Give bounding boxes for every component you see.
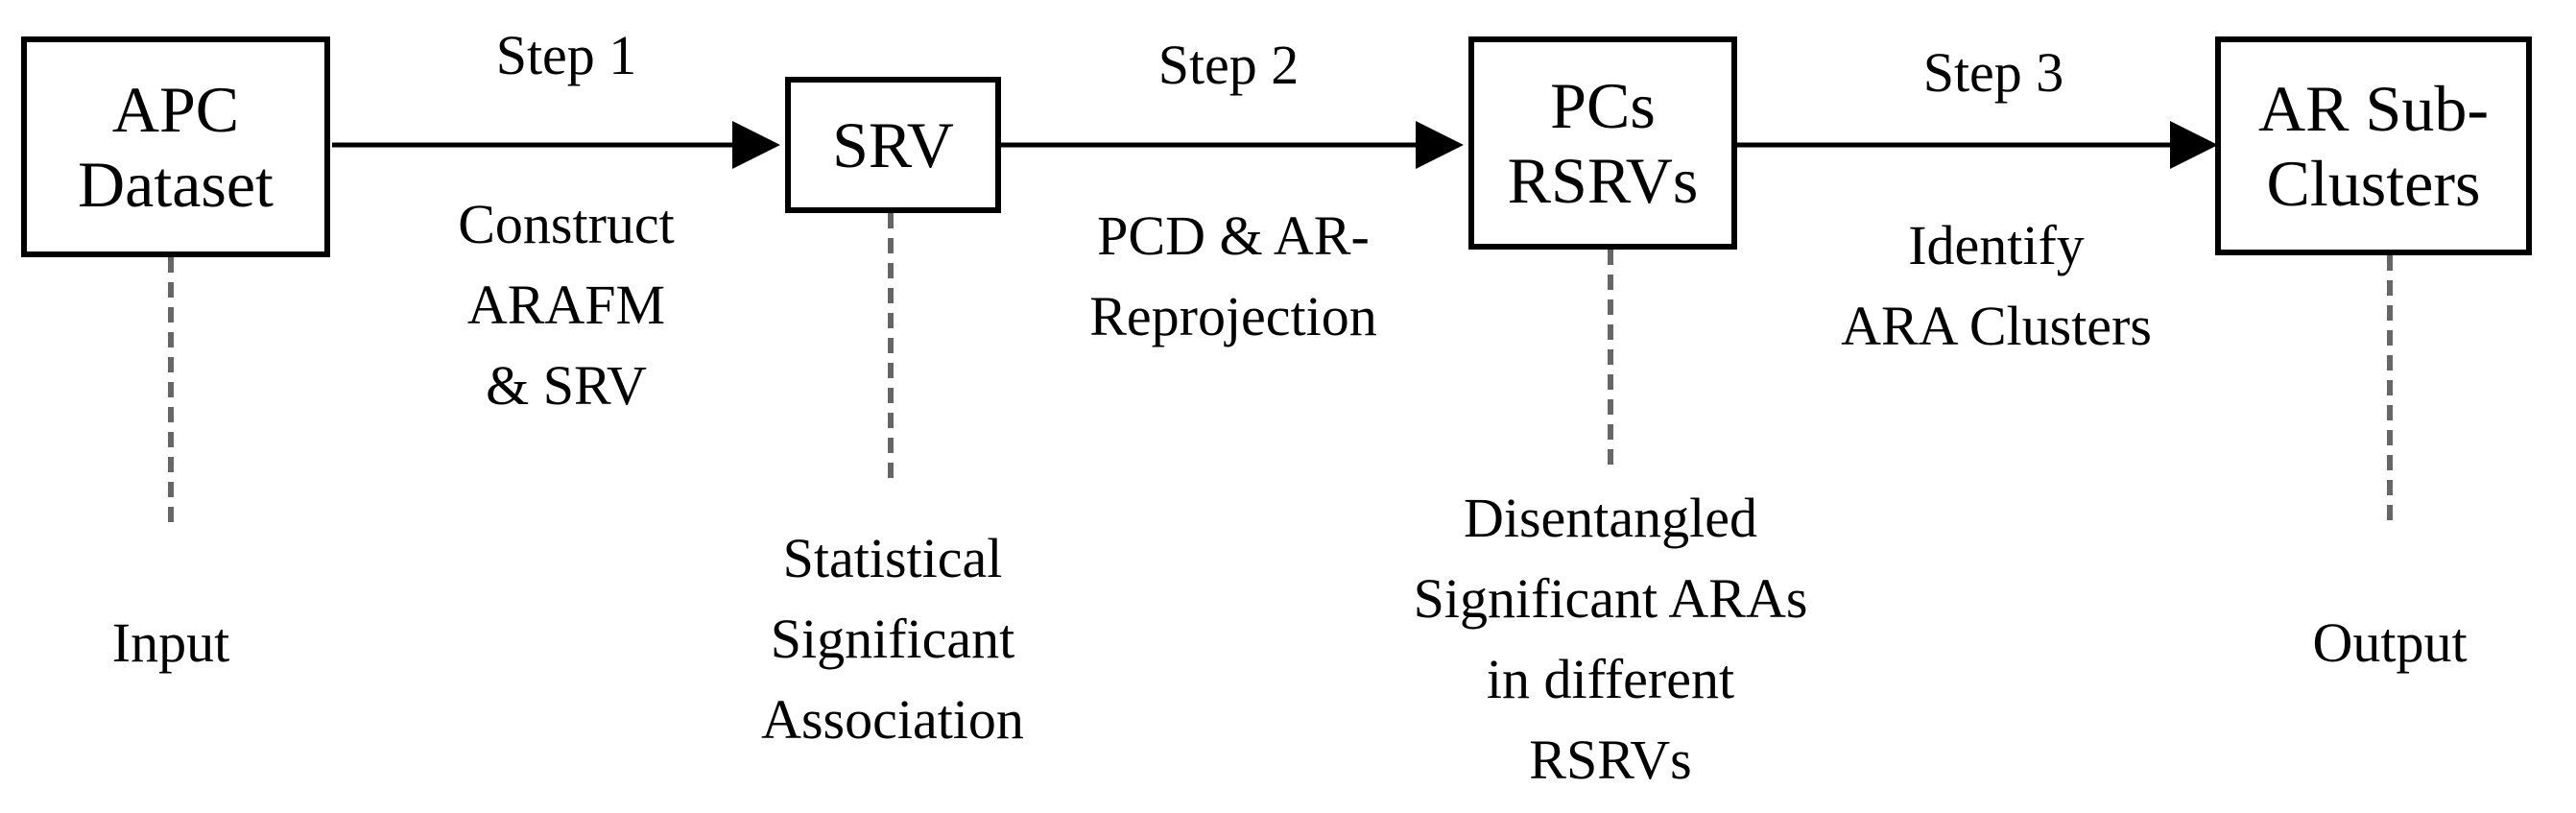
pcs-annotation-line-4: RSRVs xyxy=(1529,729,1692,791)
pcs-annotation: Disentangled Significant ARAs in differe… xyxy=(1342,478,1879,801)
srv-box-label: SRV xyxy=(832,108,954,181)
output-annotation-line-1: Output xyxy=(2312,611,2468,674)
step-1-desc-line-3: & SRV xyxy=(486,354,647,417)
apc-dataset-line-1: APC xyxy=(111,73,240,146)
step-2-desc-line-1: PCD & AR- xyxy=(1097,204,1370,267)
srv-box: SRV xyxy=(785,77,1001,213)
step-1-description: Construct ARAFM & SRV xyxy=(384,184,749,426)
pcs-annotation-line-2: Significant ARAs xyxy=(1413,567,1808,630)
pcs-rsrvs-box: PCs RSRVs xyxy=(1468,36,1737,250)
step-3-title: Step 3 xyxy=(1922,41,2064,104)
ar-sub-clusters-line-1: AR Sub- xyxy=(2258,72,2489,145)
pcs-annotation-line-1: Disentangled xyxy=(1463,487,1758,549)
pcs-box-line-1: PCs xyxy=(1550,69,1656,142)
step-3-desc-line-2: ARA Clusters xyxy=(1841,295,2152,357)
step-2-title: Step 2 xyxy=(1157,34,1300,96)
srv-annotation: Statistical Significant Association xyxy=(691,518,1094,760)
apc-dataset-box: APC Dataset xyxy=(21,36,330,257)
step-1-title: Step 1 xyxy=(495,24,637,86)
input-annotation-line-1: Input xyxy=(111,611,230,674)
srv-annotation-line-1: Statistical xyxy=(782,527,1003,589)
step-2-description: PCD & AR- Reprojection xyxy=(1022,196,1444,357)
step-3-description: Identify ARA Clusters xyxy=(1776,205,2217,367)
step-1-desc-line-1: Construct xyxy=(458,193,675,255)
input-annotation: Input xyxy=(27,603,315,683)
step-2-desc-line-2: Reprojection xyxy=(1089,285,1377,347)
output-annotation: Output xyxy=(2246,603,2534,683)
pcs-box-line-2: RSRVs xyxy=(1507,144,1699,217)
ar-sub-clusters-line-2: Clusters xyxy=(2266,147,2481,220)
srv-annotation-line-2: Significant xyxy=(770,608,1015,670)
pcs-annotation-line-3: in different xyxy=(1486,648,1735,710)
apc-dataset-line-2: Dataset xyxy=(78,148,274,221)
srv-annotation-line-3: Association xyxy=(761,688,1024,751)
step-1-desc-line-2: ARAFM xyxy=(466,274,666,336)
ar-sub-clusters-box: AR Sub- Clusters xyxy=(2215,36,2532,255)
step-3-desc-line-1: Identify xyxy=(1908,214,2085,276)
